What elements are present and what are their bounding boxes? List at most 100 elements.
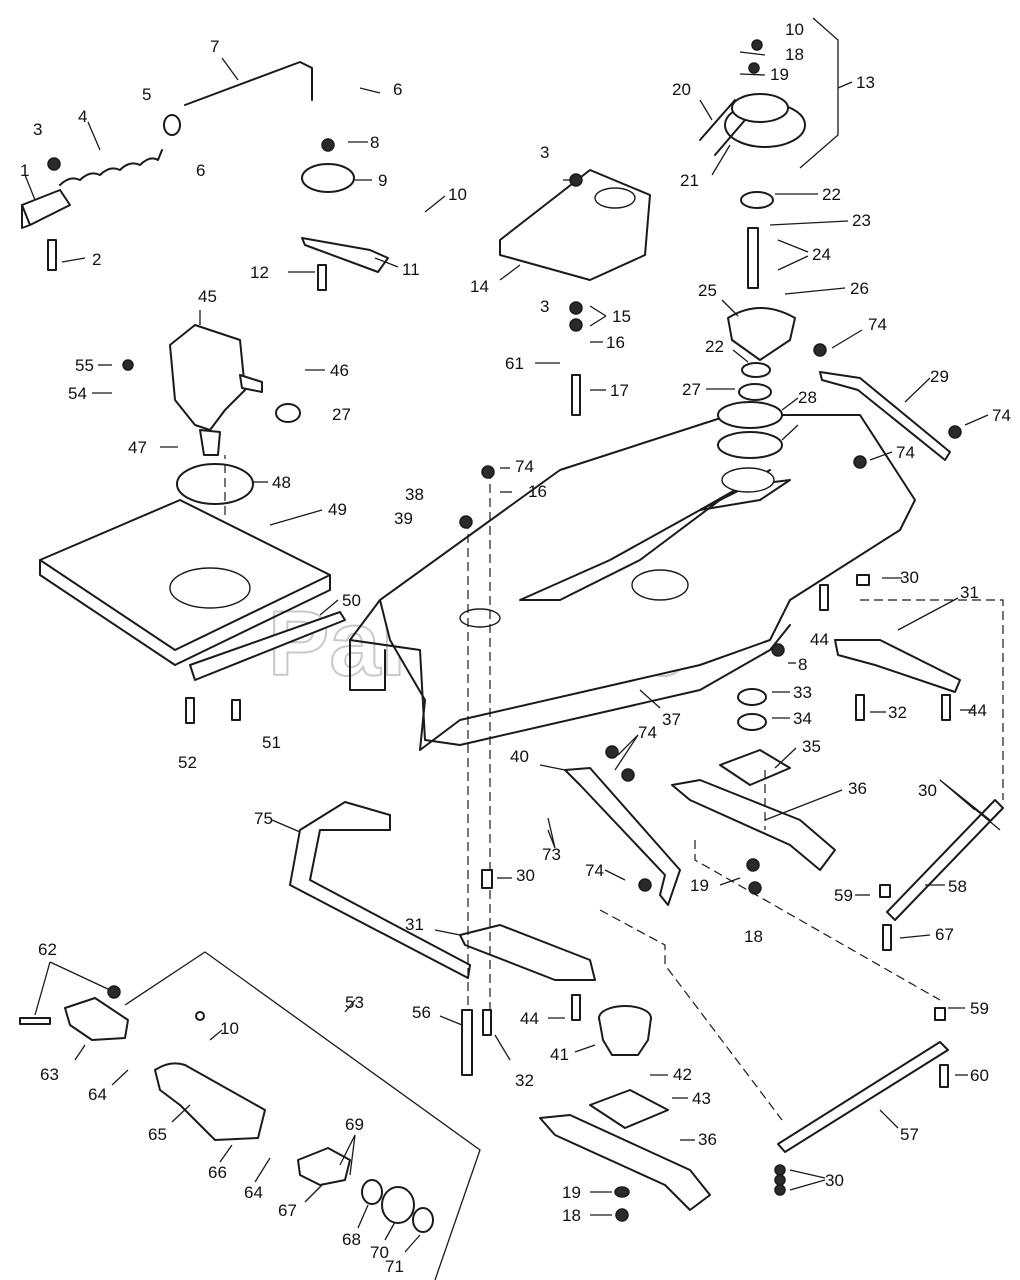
callout-20: 20 [672,80,691,99]
plate-43 [589,1089,669,1129]
callout-30b: 30 [918,781,937,800]
plate-35 [719,749,791,786]
yoke-63 [64,997,129,1041]
leader-lines [24,17,1001,1280]
callout-73: 73 [542,845,561,864]
callout-71: 71 [385,1257,404,1276]
callout-69: 69 [345,1115,364,1134]
callout-3c: 3 [540,297,549,316]
callout-45: 45 [198,287,217,306]
callout-48: 48 [272,473,291,492]
callout-36b: 36 [698,1130,717,1149]
bearing-22b [741,362,771,378]
callout-14: 14 [470,277,489,296]
mount-plate-49 [39,499,331,666]
pulley-9 [301,163,355,193]
callout-16b: 16 [528,482,547,501]
washer-5 [163,114,181,136]
callout-74a: 74 [868,315,887,334]
callout-63: 63 [40,1065,59,1084]
callout-39: 39 [394,509,413,528]
callout-58: 58 [948,877,967,896]
callout-10a: 10 [448,185,467,204]
callout-15: 15 [612,307,631,326]
callout-62: 62 [38,940,57,959]
callout-55: 55 [75,356,94,375]
callout-19b: 19 [690,876,709,895]
callout-6a: 6 [393,80,402,99]
callout-43: 43 [692,1089,711,1108]
callout-18c: 18 [562,1206,581,1225]
callout-74f: 74 [585,861,604,880]
mower-deck [349,414,916,751]
callout-46: 46 [330,361,349,380]
callout-4: 4 [78,107,87,126]
gasket-48 [176,463,254,505]
callout-28: 28 [798,388,817,407]
callout-9: 9 [378,171,387,190]
callout-61: 61 [505,354,524,373]
bar-57 [777,1041,949,1153]
frame-75 [289,801,471,979]
callout-54: 54 [68,384,87,403]
callout-3: 3 [33,120,42,139]
callout-18b: 18 [744,927,763,946]
callout-35: 35 [802,737,821,756]
callout-1: 1 [20,161,29,180]
callout-22b: 22 [705,337,724,356]
callout-67b: 67 [278,1201,297,1220]
callout-47: 47 [128,438,147,457]
hardware [19,39,962,1222]
callout-8b: 8 [798,655,807,674]
callout-34: 34 [793,709,812,728]
callout-25: 25 [698,281,717,300]
spindle-housing-25 [727,307,796,361]
callout-10b: 10 [785,20,804,39]
rod-7 [184,61,313,106]
callout-32a: 32 [888,703,907,722]
callout-52: 52 [178,753,197,772]
callout-19c: 19 [562,1183,581,1202]
callout-22a: 22 [822,185,841,204]
callout-41: 41 [550,1045,569,1064]
driveshaft-65 [154,1062,266,1141]
callout-74e: 74 [638,723,657,742]
callout-labels: 1 2 3 4 5 7 6 6 8 9 10 11 12 10 18 19 20… [20,20,1011,1276]
callout-33: 33 [793,683,812,702]
callout-30c: 30 [516,866,535,885]
callout-56: 56 [412,1003,431,1022]
bar-29 [819,371,951,461]
callout-12: 12 [250,263,269,282]
callout-30a: 30 [900,568,919,587]
callout-49: 49 [328,500,347,519]
callout-74b: 74 [992,406,1011,425]
callout-30d: 30 [825,1171,844,1190]
callout-7: 7 [210,37,219,56]
plate-50 [189,611,346,681]
callout-31b: 31 [405,915,424,934]
callout-40: 40 [510,747,529,766]
callout-5: 5 [142,85,151,104]
bearing-34 [737,713,767,731]
callout-67a: 67 [935,925,954,944]
arm-31-left [459,924,596,981]
callout-10c: 10 [220,1019,239,1038]
yoke-67 [297,1147,351,1186]
callout-50: 50 [342,591,361,610]
callout-2: 2 [92,250,101,269]
pulley-21 [724,93,806,148]
callout-66: 66 [208,1163,227,1182]
spacers-28 [717,401,783,459]
callout-24: 24 [812,245,831,264]
blade-36-lower [539,1114,711,1211]
callout-21: 21 [680,171,699,190]
bearing-33 [737,688,767,706]
callout-70: 70 [370,1243,389,1262]
callout-75: 75 [254,809,273,828]
callout-44c: 44 [520,1009,539,1028]
collar-70 [381,1186,415,1224]
callout-65: 65 [148,1125,167,1144]
callout-26: 26 [850,279,869,298]
callout-6b: 6 [196,161,205,180]
